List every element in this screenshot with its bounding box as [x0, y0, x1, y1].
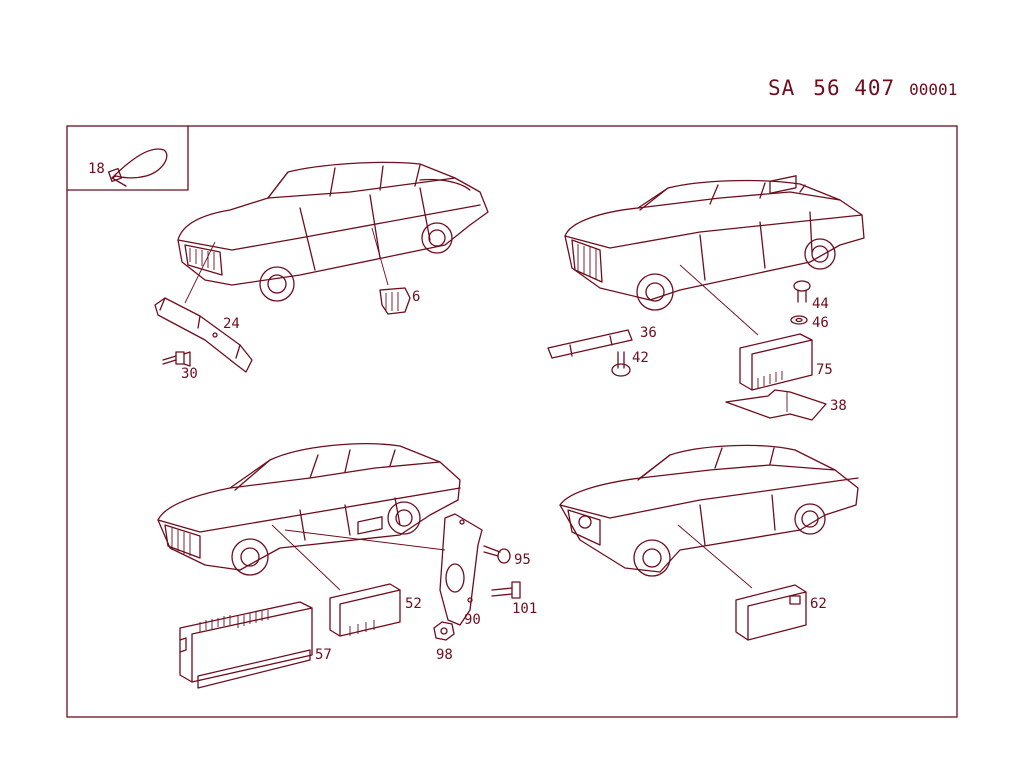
- header-sub-number: 00001: [909, 80, 958, 99]
- callout-57: 57: [315, 647, 332, 663]
- callout-90: 90: [464, 612, 481, 628]
- bracket-24: [154, 297, 253, 373]
- leader-52: [271, 524, 341, 591]
- callout-62: 62: [810, 596, 827, 612]
- callout-75: 75: [816, 362, 833, 378]
- cable-tie-18: [107, 148, 168, 187]
- bracket-90: [439, 513, 483, 626]
- header-prefix: SA: [768, 76, 796, 100]
- diagram-border: [66, 125, 958, 718]
- callout-98: 98: [436, 647, 453, 663]
- screw-30: [162, 351, 191, 367]
- clip-6: [379, 287, 411, 315]
- car-top-left: [177, 161, 489, 302]
- leader-24: [184, 241, 216, 304]
- callout-18: 18: [88, 161, 105, 177]
- callout-44: 44: [812, 296, 829, 312]
- callout-42: 42: [632, 350, 649, 366]
- callout-101: 101: [512, 601, 537, 617]
- callout-38: 38: [830, 398, 847, 414]
- screw-42: [611, 351, 631, 377]
- callout-6: 6: [412, 289, 420, 305]
- screw-95: [483, 545, 511, 564]
- leader-90: [284, 529, 446, 551]
- callout-24: 24: [223, 316, 240, 332]
- washer-46: [790, 315, 808, 325]
- strip-36: [547, 329, 633, 359]
- car-bottom-right: [559, 444, 859, 577]
- inset-box: [66, 125, 189, 191]
- screw-101: [491, 581, 521, 599]
- leader-6: [371, 227, 389, 286]
- nut-98: [433, 621, 455, 641]
- callout-95: 95: [514, 552, 531, 568]
- screw-44: [793, 280, 811, 303]
- callout-52: 52: [405, 596, 422, 612]
- callout-46: 46: [812, 315, 829, 331]
- leader-62: [677, 524, 753, 589]
- module-62: [735, 584, 807, 641]
- header-number: 56 407: [813, 76, 896, 100]
- control-unit-75: [739, 175, 813, 391]
- mounting-plate-38: [725, 389, 827, 421]
- car-top-right: [564, 179, 865, 311]
- callout-30: 30: [181, 366, 198, 382]
- module-57: [179, 601, 313, 689]
- control-unit-52: [329, 516, 401, 637]
- diagram-header: SA 56 407 00001: [768, 76, 957, 100]
- car-bottom-left: [157, 443, 461, 576]
- callout-36: 36: [640, 325, 657, 341]
- leader-75: [679, 264, 759, 336]
